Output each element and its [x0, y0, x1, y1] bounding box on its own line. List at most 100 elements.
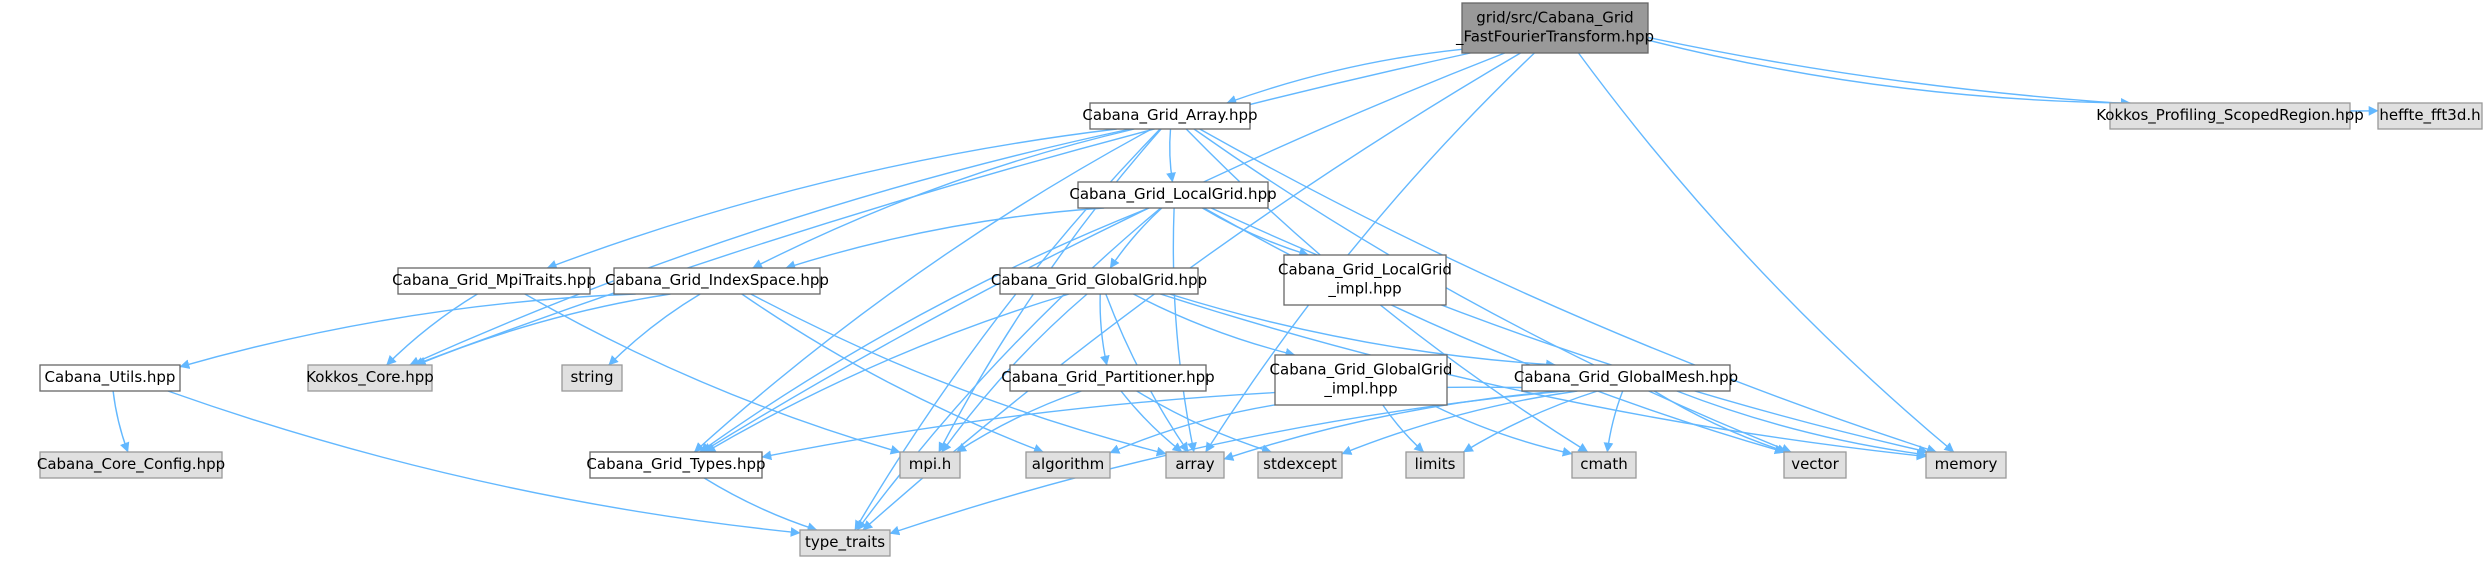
edge-indexspace-to-array [750, 293, 1167, 457]
node-box [1461, 2, 1649, 54]
node-globalgrid[interactable]: Cabana_Grid_GlobalGrid.hpp [991, 267, 1207, 295]
node-box [1089, 102, 1251, 130]
edge-localgrid-to-memory [1210, 207, 1929, 455]
node-box [1521, 364, 1731, 392]
edge-array_hpp-to-kokkos_core [409, 128, 1131, 366]
node-label: Cabana_Utils.hpp [45, 368, 176, 387]
node-box [39, 364, 181, 392]
node-vector[interactable]: vector [1783, 451, 1847, 479]
node-box [1783, 451, 1847, 479]
node-label: _FastFourierTransform.hpp [1455, 28, 1654, 47]
node-kokkos-prof[interactable]: Kokkos_Profiling_ScopedRegion.hpp [2096, 102, 2364, 130]
node-box [613, 267, 821, 295]
node-memory[interactable]: memory [1925, 451, 2007, 479]
node-types[interactable]: Cabana_Grid_Types.hpp [586, 451, 766, 479]
node-label: Cabana_Grid_GlobalMesh.hpp [1514, 368, 1738, 387]
node-box [307, 364, 433, 392]
node-type-traits[interactable]: type_traits [799, 529, 891, 557]
node-label: Cabana_Grid_Partitioner.hpp [1001, 368, 1214, 387]
edge-localgrid-to-vector [1203, 207, 1785, 455]
edge-mpitraits-to-kokkos_core [386, 293, 478, 366]
node-label: Cabana_Grid_GlobalGrid.hpp [991, 271, 1207, 290]
node-label: Cabana_Grid_Array.hpp [1082, 106, 1257, 125]
edge-globalmesh-to-cmath [1603, 390, 1624, 453]
node-box [899, 451, 961, 479]
node-label: Kokkos_Profiling_ScopedRegion.hpp [2096, 106, 2364, 125]
node-mpitraits[interactable]: Cabana_Grid_MpiTraits.hpp [392, 267, 596, 295]
node-label: grid/src/Cabana_Grid [1476, 9, 1633, 28]
edge-globalmesh-to-stdexcept [1341, 390, 1578, 455]
node-array[interactable]: array [1165, 451, 1225, 479]
node-stdexcept[interactable]: stdexcept [1257, 451, 1343, 479]
node-box [2109, 102, 2351, 130]
node-box [1283, 254, 1447, 306]
edge-root-to-heffte [1647, 36, 2379, 116]
node-cmath[interactable]: cmath [1571, 451, 1637, 479]
node-box [999, 267, 1199, 295]
node-utils[interactable]: Cabana_Utils.hpp [39, 364, 181, 392]
edge-array_hpp-to-mpitraits [546, 128, 1117, 270]
edge-globalgrid_impl-to-limits [1382, 404, 1425, 453]
node-box [39, 451, 223, 479]
node-label: vector [1791, 455, 1839, 473]
node-label: stdexcept [1263, 455, 1337, 473]
node-partitioner[interactable]: Cabana_Grid_Partitioner.hpp [1001, 364, 1215, 392]
node-label: Cabana_Core_Config.hpp [37, 455, 225, 474]
edge-globalgrid_impl-to-cmath [1432, 404, 1573, 457]
node-box [1925, 451, 2007, 479]
node-localgrid-impl[interactable]: Cabana_Grid_LocalGrid_impl.hpp [1278, 254, 1452, 306]
node-box [1274, 354, 1448, 406]
node-box [1009, 364, 1207, 392]
node-box [1077, 181, 1269, 209]
node-label: heffte_fft3d.h [2379, 106, 2480, 125]
edge-array_hpp-to-type_traits [854, 128, 1161, 531]
node-string[interactable]: string [561, 364, 623, 392]
node-label: Kokkos_Core.hpp [306, 368, 434, 387]
node-box [1025, 451, 1111, 479]
edge-root-to-kokkos_prof [1647, 39, 2131, 108]
edge-localgrid-to-globalgrid [1109, 207, 1163, 269]
node-box [1571, 451, 1637, 479]
edge-utils-to-type_traits [167, 390, 801, 537]
node-label: Cabana_Grid_Types.hpp [586, 455, 765, 474]
node-globalmesh[interactable]: Cabana_Grid_GlobalMesh.hpp [1514, 364, 1738, 392]
node-label: type_traits [805, 533, 885, 552]
node-indexspace[interactable]: Cabana_Grid_IndexSpace.hpp [605, 267, 829, 295]
node-box [2377, 102, 2483, 130]
edge-globalgrid-to-globalmesh [1169, 293, 1556, 370]
edge-root-to-types [701, 52, 1505, 453]
node-array-hpp[interactable]: Cabana_Grid_Array.hpp [1082, 102, 1258, 130]
edge-globalmesh-to-vector [1653, 390, 1788, 454]
node-box [799, 529, 891, 557]
node-label: Cabana_Grid_LocalGrid [1278, 261, 1452, 280]
node-root[interactable]: grid/src/Cabana_Grid_FastFourierTransfor… [1455, 2, 1654, 54]
edge-globalmesh-to-memory [1676, 390, 1927, 459]
node-box [561, 364, 623, 392]
edge-utils-to-core_config [112, 390, 130, 453]
node-box [397, 267, 591, 295]
node-localgrid[interactable]: Cabana_Grid_LocalGrid.hpp [1069, 181, 1277, 209]
edge-localgrid-to-types [699, 207, 1150, 453]
edge-types-to-type_traits [703, 477, 818, 532]
edge-localgrid-to-indexspace [785, 207, 1105, 270]
edge-indexspace-to-utils [179, 293, 636, 369]
edge-indexspace-to-algorithm [741, 293, 1044, 454]
edge-globalgrid-to-globalgrid_impl [1133, 293, 1296, 358]
edge-globalgrid-to-memory [1160, 293, 1927, 461]
node-box [1165, 451, 1225, 479]
node-core-config[interactable]: Cabana_Core_Config.hpp [37, 451, 225, 479]
node-algorithm[interactable]: algorithm [1025, 451, 1111, 479]
edge-root-to-array [1205, 52, 1535, 453]
node-label: memory [1935, 455, 1998, 473]
node-kokkos-core[interactable]: Kokkos_Core.hpp [306, 364, 434, 392]
node-heffte[interactable]: heffte_fft3d.h [2377, 102, 2483, 130]
edge-localgrid-to-type_traits [856, 207, 1162, 531]
node-globalgrid-impl[interactable]: Cabana_Grid_GlobalGrid_impl.hpp [1270, 354, 1453, 406]
node-mpi[interactable]: mpi.h [899, 451, 961, 479]
edge-globalmesh-to-limits [1463, 390, 1598, 453]
node-limits[interactable]: limits [1405, 451, 1465, 479]
edge-indexspace-to-string [608, 293, 701, 366]
graph-nodes: grid/src/Cabana_Grid_FastFourierTransfor… [37, 2, 2483, 557]
edge-array_hpp-to-vector [1193, 128, 1792, 454]
